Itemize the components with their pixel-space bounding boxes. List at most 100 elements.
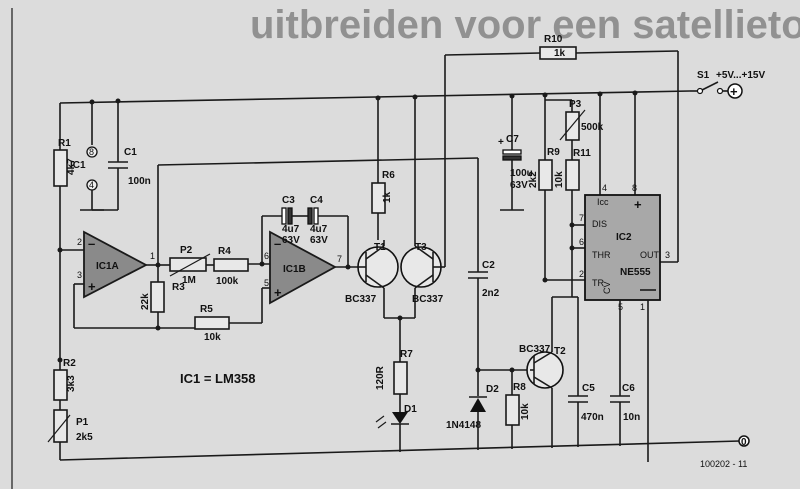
- potentiometer-p3: [565, 111, 580, 141]
- r9-value: 2k2: [528, 171, 539, 188]
- ic1a-pin2: 2: [77, 237, 82, 247]
- c1-value: 100n: [128, 176, 151, 187]
- c7-plus: +: [498, 137, 504, 148]
- ic1b-minus: –: [274, 236, 281, 251]
- ic2-pin8: 8: [632, 183, 637, 193]
- t2-label: T2: [554, 346, 566, 357]
- ground-label: 0: [741, 437, 747, 448]
- r6-value: 1k: [382, 191, 393, 203]
- ic2-thr: THR: [592, 250, 611, 260]
- d1-label: D1: [404, 404, 417, 415]
- r9-label: R9: [547, 147, 560, 158]
- c7-value: 100u: [510, 168, 533, 179]
- ic1-pin8: [86, 146, 98, 158]
- ic2-pin4: 4: [602, 183, 607, 193]
- r11-value: 10k: [554, 171, 565, 188]
- c3-voltage: 63V: [282, 235, 300, 246]
- r4-label: R4: [218, 246, 231, 257]
- ic1-pin4-num: 4: [89, 180, 94, 190]
- ic2-pin2: 2: [579, 269, 584, 279]
- resistor-r3: [150, 281, 165, 313]
- r11-label: R11: [573, 148, 591, 159]
- ic1a-label: IC1A: [96, 261, 119, 272]
- c4-value: 4u7: [310, 224, 328, 235]
- r10-value: 1k: [554, 48, 566, 59]
- ic1b-pin6: 6: [264, 251, 269, 261]
- d2-label: D2: [486, 384, 499, 395]
- c6-value: 10n: [623, 412, 640, 423]
- ground-terminal: [738, 435, 750, 447]
- r1-label: R1: [58, 138, 71, 149]
- ic2-pin1: 1: [640, 302, 645, 312]
- p1-label: P1: [76, 417, 89, 428]
- c3-value: 4u7: [282, 224, 300, 235]
- c1-label: C1: [124, 147, 137, 158]
- capacitor-c7: [502, 155, 522, 161]
- resistor-r5: [194, 316, 230, 330]
- ic1b-pin5: 5: [264, 278, 269, 288]
- d2-value: 1N4148: [446, 420, 481, 431]
- capacitor-c4: [307, 207, 313, 225]
- r8-value: 10k: [520, 403, 531, 420]
- r2-label: R2: [63, 358, 76, 369]
- t1-type: BC337: [345, 294, 377, 305]
- p2-label: P2: [180, 245, 193, 256]
- ic1a-pin3: 3: [77, 270, 82, 280]
- resistor-r4: [213, 258, 249, 272]
- r3-value: 22k: [140, 293, 151, 310]
- supply-terminal: [727, 83, 743, 99]
- potentiometer-p2: [169, 257, 207, 272]
- p1-value: 2k5: [76, 432, 93, 443]
- capacitor-c3: [287, 207, 293, 225]
- ic2-out: OUT: [640, 250, 660, 260]
- t3-label: T3: [415, 242, 427, 253]
- c4-voltage: 63V: [310, 235, 328, 246]
- ic1b-pin7: 7: [337, 254, 342, 264]
- opamp-ic1b: [269, 230, 337, 305]
- c3-label: C3: [282, 195, 295, 206]
- ic2-icc: Iᴄᴄ: [597, 197, 609, 207]
- diode-d2: [470, 398, 486, 412]
- ic1-pin8-num: 8: [89, 147, 94, 157]
- p3-label: P3: [569, 99, 582, 110]
- ic1a-minus: –: [88, 236, 95, 251]
- ic1a-pin1: 1: [150, 251, 155, 261]
- ic2-dis: DIS: [592, 219, 607, 229]
- ic2-pin3: 3: [665, 250, 670, 260]
- background-title: uitbreiden voor een satellietont: [250, 3, 800, 47]
- resistor-r8: [505, 394, 520, 426]
- ic2-tr: TR: [592, 278, 604, 288]
- opamp-ic1a: [83, 230, 148, 299]
- c4-label: C4: [310, 195, 323, 206]
- r3-label: R3: [172, 282, 185, 293]
- ic1-label: IC1: [70, 160, 86, 171]
- p3-value: 500k: [581, 122, 604, 133]
- supply-terminal-plus: +: [730, 84, 738, 99]
- ic2-pin6: 6: [579, 237, 584, 247]
- r5-label: R5: [200, 304, 213, 315]
- c2-label: C2: [482, 260, 495, 271]
- r2-value: 3k3: [66, 375, 77, 392]
- figure-id: 100202 - 11: [700, 459, 747, 469]
- r1-value: 4k7: [66, 158, 77, 175]
- r8-label: R8: [513, 382, 526, 393]
- t2-type: BC337: [519, 344, 551, 355]
- p2-value: 1M: [182, 275, 196, 286]
- c5-value: 470n: [581, 412, 604, 423]
- t3-type: BC337: [412, 294, 444, 305]
- ic1-note: IC1 = LM358: [180, 371, 256, 386]
- led-d1: [392, 412, 408, 424]
- ic1b-plus: +: [274, 285, 282, 300]
- r4-value: 100k: [216, 276, 239, 287]
- resistor-r9: [538, 159, 553, 191]
- c2-value: 2n2: [482, 288, 500, 299]
- c6-label: C6: [622, 383, 635, 394]
- switch-s1-label: S1: [697, 70, 710, 81]
- c5-label: C5: [582, 383, 595, 394]
- ic2-cv: CV: [602, 281, 612, 294]
- ic2-ne555: [584, 194, 661, 301]
- r7-value: 120R: [375, 365, 386, 390]
- resistor-r11: [565, 159, 580, 191]
